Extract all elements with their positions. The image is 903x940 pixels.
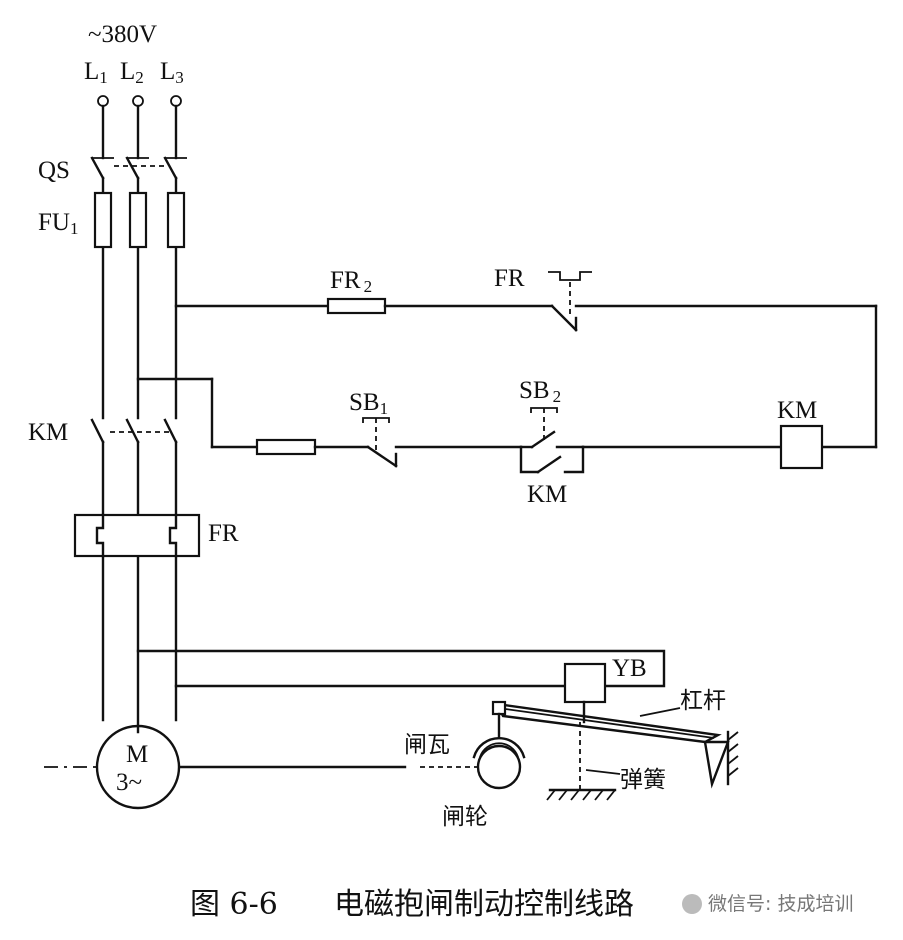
control-circuit (136, 271, 878, 474)
watermark: 微信号: 技成培训 (682, 893, 853, 915)
sb1-label: SB1 (349, 389, 388, 418)
phase-labels: L1 L2 L3 (84, 58, 184, 87)
fu1-fuses (93, 191, 186, 249)
motor-m-label: M (126, 741, 148, 768)
fr-thermal-actuator (548, 271, 592, 281)
fr-relay-label: FR (208, 520, 239, 547)
terminal-l3 (170, 95, 182, 107)
fr-contact-label: FR (494, 265, 525, 292)
km-main-contacts (90, 418, 178, 444)
phase-label-l1: L1 (84, 58, 108, 87)
figure-title: 电磁抱闸制动控制线路 (334, 887, 634, 922)
lever-pivot (703, 740, 730, 789)
yb-brake-circuit (136, 649, 666, 704)
watermark-text: 微信号: 技成培训 (708, 893, 853, 915)
supply-terminals (97, 95, 182, 107)
yb-label: YB (612, 655, 647, 682)
spring-label: 弹簧 (620, 767, 666, 793)
brake-wheel-label: 闸轮 (442, 804, 488, 830)
brake-shoe (472, 736, 526, 759)
main-lines (101, 104, 178, 734)
motor-phase-label: 3~ (116, 769, 142, 796)
sb1-contact (366, 445, 398, 468)
wechat-icon (682, 894, 702, 914)
control-fuse (255, 438, 317, 456)
yb-coil (563, 662, 607, 704)
supply-voltage: ~380V (88, 21, 157, 48)
km-coil (779, 424, 824, 470)
lever-label: 杠杆 (680, 688, 726, 714)
phase-label-l3: L3 (160, 58, 184, 87)
qs-switch (90, 156, 187, 180)
phase-label-l2: L2 (120, 58, 144, 87)
terminal-l2 (132, 95, 144, 107)
km-main-label: KM (28, 419, 68, 446)
fr2-fuse (326, 297, 387, 315)
motor (44, 724, 181, 810)
brake-mechanism (178, 700, 739, 801)
brake-shoe-label: 闸瓦 (404, 732, 450, 758)
km-hold-label: KM (527, 481, 567, 508)
km-coil-label: KM (777, 397, 817, 424)
km-hold-contact (536, 455, 562, 474)
fr-nc-contact (550, 304, 578, 332)
qs-label: QS (38, 157, 70, 184)
figure-number: 图 6-6 (190, 887, 278, 922)
fu1-label: FU1 (38, 209, 78, 238)
terminal-l1 (97, 95, 109, 107)
fr-thermal-element (73, 513, 201, 558)
brake-wheel (476, 744, 522, 790)
sb2-contact (530, 430, 556, 449)
